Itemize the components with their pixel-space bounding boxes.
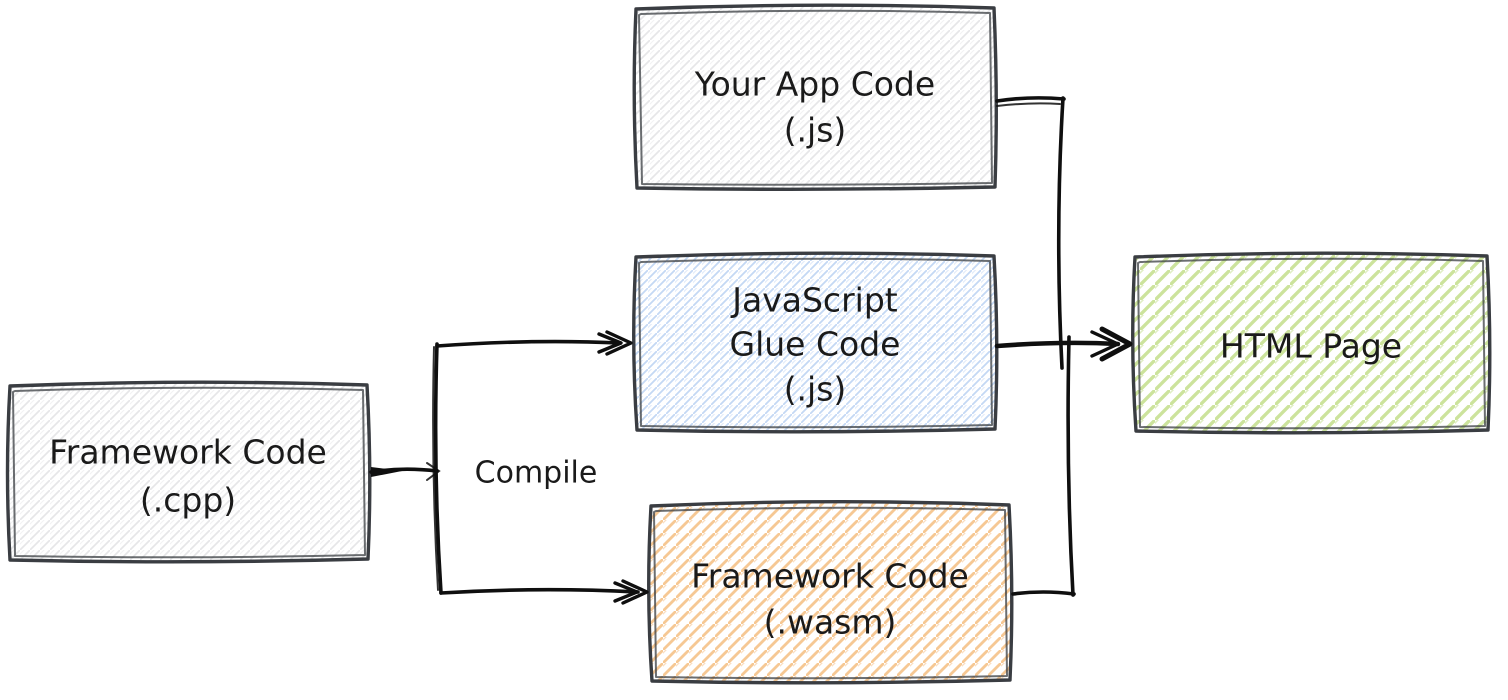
framework-wasm-label-line2: (.wasm) (764, 603, 897, 642)
framework-cpp-border-sketch (12, 386, 366, 559)
js-glue-code-border (632, 251, 999, 434)
arrow-compile-to-glue-code[interactable] (435, 330, 633, 356)
js-glue-code-label-line2: Glue Code (730, 325, 901, 364)
your-app-code-label-line1: Your App Code (694, 65, 935, 104)
framework-cpp-border (5, 380, 372, 564)
glue-branch-line (435, 339, 622, 348)
node-framework-cpp[interactable]: Framework Code (.cpp) (5, 380, 372, 564)
arrow-wasm-to-html[interactable] (1011, 335, 1076, 597)
framework-cpp-fill (7, 382, 370, 562)
your-app-code-border (632, 3, 998, 191)
your-app-code-label-line2: (.js) (784, 111, 847, 150)
node-html-page[interactable]: HTML Page (1131, 251, 1492, 435)
node-js-glue-code[interactable]: JavaScript Glue Code (.js) (632, 251, 999, 434)
framework-wasm-border (647, 500, 1014, 685)
junction-tick (426, 462, 441, 481)
arrow-glue-to-html[interactable] (994, 326, 1133, 362)
your-app-code-border-sketch (638, 9, 993, 186)
compile-edge-label: Compile (475, 456, 598, 491)
framework-wasm-fill (648, 501, 1012, 683)
html-arrowhead-icon (1099, 326, 1133, 362)
wasm-connector-vertical (1066, 335, 1075, 597)
wasm-arrowhead-icon-inner (613, 581, 639, 603)
wasm-arrowhead-icon (621, 579, 649, 605)
arrow-compile-split[interactable] (432, 342, 443, 595)
html-page-border (1131, 251, 1492, 435)
html-page-border-sketch (1137, 257, 1486, 430)
node-framework-wasm[interactable]: Framework Code (.wasm) (647, 500, 1014, 685)
js-glue-code-border-sketch (638, 257, 993, 429)
your-app-code-fill (634, 5, 997, 190)
arrow-cpp-to-compile-junction[interactable] (369, 462, 441, 481)
html-page-label-line1: HTML Page (1220, 327, 1402, 366)
framework-cpp-label-line1: Framework Code (49, 433, 327, 472)
html-page-fill (1132, 253, 1490, 433)
app-connector-vertical (1056, 96, 1065, 370)
js-glue-code-label-line3: (.js) (784, 370, 847, 409)
main-arrow-line (994, 340, 1121, 349)
cpp-stem-wedge (371, 467, 402, 477)
split-vertical-line-sketch (432, 346, 439, 591)
arrow-compile-to-wasm[interactable] (439, 579, 649, 605)
wasm-connector-horizontal (1011, 590, 1076, 596)
glue-arrowhead-icon-inner (597, 332, 623, 354)
js-glue-code-label-line1: JavaScript (730, 281, 897, 320)
framework-wasm-label-line1: Framework Code (691, 557, 969, 596)
framework-wasm-border-sketch (653, 506, 1008, 680)
js-glue-code-fill (633, 253, 997, 432)
glue-arrowhead-icon (605, 330, 633, 356)
wasm-branch-line (439, 587, 640, 595)
app-connector-horizontal-sketch (996, 102, 1061, 107)
framework-cpp-label-line2: (.cpp) (140, 481, 236, 520)
split-vertical-line (433, 342, 443, 595)
app-connector-horizontal (995, 96, 1066, 103)
node-your-app-code[interactable]: Your App Code (.js) (632, 3, 998, 191)
arrow-app-code-to-html[interactable] (995, 96, 1066, 370)
html-arrowhead-icon-inner (1090, 330, 1120, 358)
